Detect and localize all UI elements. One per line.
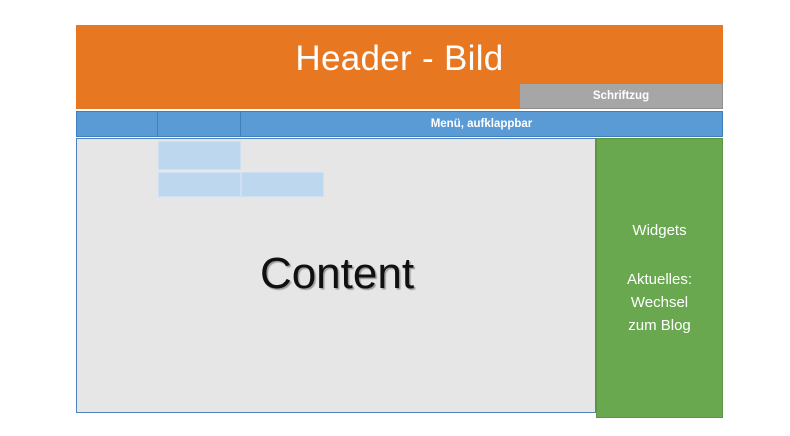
- widgets-heading: Widgets: [632, 221, 687, 239]
- menu-cell-2[interactable]: [158, 112, 241, 136]
- widgets-line-2: Wechsel: [630, 294, 689, 311]
- schriftzug-badge: Schriftzug: [519, 83, 723, 109]
- header-image-block: Header - Bild Schriftzug: [76, 25, 723, 109]
- content-label: Content: [259, 249, 415, 298]
- content-area: Content: [76, 138, 596, 413]
- menu-cell-collapsible[interactable]: Menü, aufklappbar: [430, 118, 533, 130]
- menu-dropdown-item-2[interactable]: [158, 172, 241, 197]
- widgets-sidebar: Widgets Aktuelles: Wechsel zum Blog: [596, 138, 723, 418]
- widgets-line-3: zum Blog: [628, 317, 691, 335]
- menu-dropdown-item-3[interactable]: [241, 172, 324, 197]
- widgets-line-1: Aktuelles:: [626, 270, 693, 288]
- menu-dropdown-item-1[interactable]: [158, 141, 241, 170]
- header-title: Header - Bild: [295, 39, 504, 78]
- menu-bar[interactable]: Menü, aufklappbar: [76, 111, 723, 137]
- menu-cell-1[interactable]: [77, 112, 158, 136]
- page-body: Content Widgets Aktuelles: Wechsel zum B…: [76, 138, 723, 418]
